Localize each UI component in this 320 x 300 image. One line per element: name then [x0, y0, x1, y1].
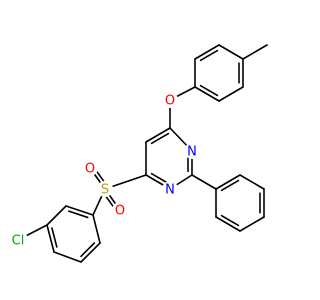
bond-P5-P6-inner	[220, 214, 240, 227]
atom-layer: O N N S O O Cl	[8, 92, 200, 250]
bond-A5-A6	[80, 242, 101, 263]
bond-A3-A4	[46, 224, 55, 253]
bond-P5-P6	[215, 216, 241, 232]
bond-T2-T3	[218, 44, 244, 60]
bond-C3-P1	[191, 174, 217, 190]
bond-P2-P3	[239, 174, 265, 190]
bond-P1-P2	[215, 174, 241, 190]
sulfonyl-oxygen-left-label: O	[85, 162, 95, 177]
bond-A4-A5	[53, 251, 82, 263]
bond-P4-P5	[239, 216, 265, 232]
bond-T1-T2	[242, 44, 268, 60]
bond-C1-C2-inner	[150, 132, 170, 145]
bond-layer	[17, 44, 268, 263]
ring-nitrogen-upper-label: N	[187, 145, 197, 160]
bond-T3-T4-inner	[199, 49, 219, 62]
ring-nitrogen-upper-atom: N	[184, 143, 200, 160]
sulfur-atom: S	[97, 181, 113, 198]
bond-T6-T7	[218, 86, 244, 102]
bond-T3-T4	[194, 44, 220, 60]
chlorine-label: Cl	[12, 234, 25, 249]
ring-nitrogen-lower-label: N	[165, 183, 175, 198]
molecule-diagram: O N N S O O Cl	[8, 44, 268, 263]
bond-A1-A2	[65, 205, 94, 216]
sulfonyl-oxygen-right-label: O	[115, 204, 125, 219]
bond-A6-A1	[92, 214, 101, 244]
ring-nitrogen-lower-atom: N	[162, 181, 178, 198]
ether-oxygen-label: O	[165, 94, 175, 109]
bond-A3-A4-inner	[51, 227, 58, 248]
ether-oxygen-atom: O	[162, 92, 178, 109]
bond-A5-A6-inner	[80, 242, 96, 258]
chlorine-atom: Cl	[8, 230, 28, 250]
bond-A1-A2-inner	[67, 210, 89, 219]
bond-C1-C2	[145, 127, 171, 143]
sulfonyl-oxygen-right-atom: O	[112, 202, 128, 219]
bond-T5-T6	[194, 86, 220, 102]
bond-T5-T6-inner	[199, 84, 219, 97]
bond-P1-P2-inner	[220, 179, 240, 192]
sulfur-label: S	[101, 183, 109, 198]
sulfonyl-oxygen-left-atom: O	[82, 160, 98, 177]
bond-A2-A3	[46, 205, 67, 226]
bond-N2-C4-inner	[150, 172, 170, 185]
